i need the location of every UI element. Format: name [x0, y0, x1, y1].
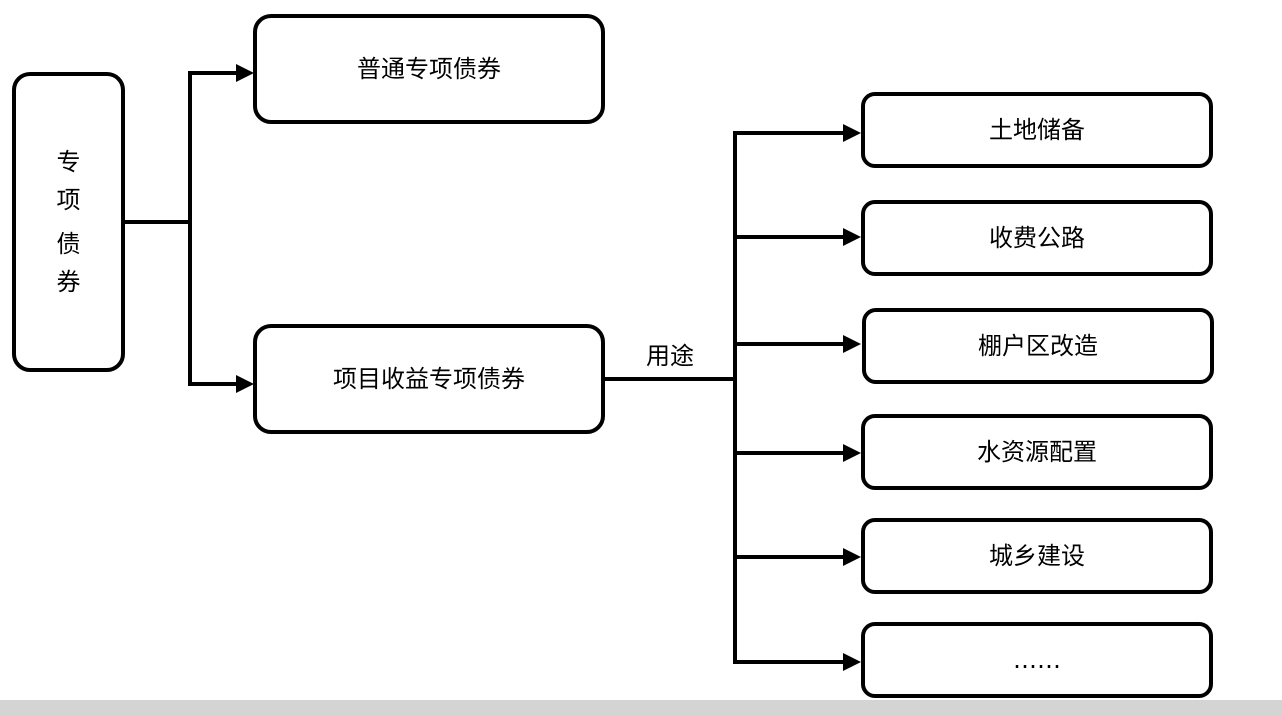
node-ordinary-special-bond: 普通专项债券 — [253, 14, 605, 124]
root-char: 项 — [56, 186, 81, 214]
node-label: 棚户区改造 — [978, 332, 1098, 360]
node-label: …… — [1013, 646, 1061, 674]
use-node-water-resource: 水资源配置 — [861, 414, 1213, 490]
use-node-ellipsis: …… — [861, 622, 1213, 698]
edge-label-usage: 用途 — [646, 342, 694, 370]
arrowhead — [843, 548, 861, 566]
bottom-bar — [0, 700, 1282, 716]
arrowhead — [236, 375, 254, 393]
arrowhead — [843, 444, 861, 462]
use-node-land-reserve: 土地储备 — [861, 92, 1213, 168]
node-project-revenue-special-bond: 项目收益专项债券 — [253, 324, 605, 434]
node-label: 项目收益专项债券 — [333, 365, 525, 393]
root-char: 债 — [56, 230, 81, 258]
arrowhead — [843, 335, 861, 353]
use-node-urban-rural-construction: 城乡建设 — [861, 518, 1213, 594]
use-node-shantytown-renovation: 棚户区改造 — [862, 308, 1214, 384]
root-char: 专 — [56, 148, 81, 176]
arrowhead — [236, 64, 254, 82]
node-label: 收费公路 — [989, 224, 1085, 252]
arrowhead — [843, 124, 861, 142]
arrowhead — [843, 228, 861, 246]
arrowhead — [843, 653, 861, 671]
root-node: 专 项 债 券 — [12, 72, 125, 372]
node-label: 城乡建设 — [989, 542, 1085, 570]
node-label: 土地储备 — [989, 116, 1085, 144]
node-label: 水资源配置 — [977, 438, 1097, 466]
root-char: 券 — [56, 268, 81, 296]
use-node-toll-road: 收费公路 — [861, 200, 1213, 276]
node-label: 普通专项债券 — [357, 55, 501, 83]
